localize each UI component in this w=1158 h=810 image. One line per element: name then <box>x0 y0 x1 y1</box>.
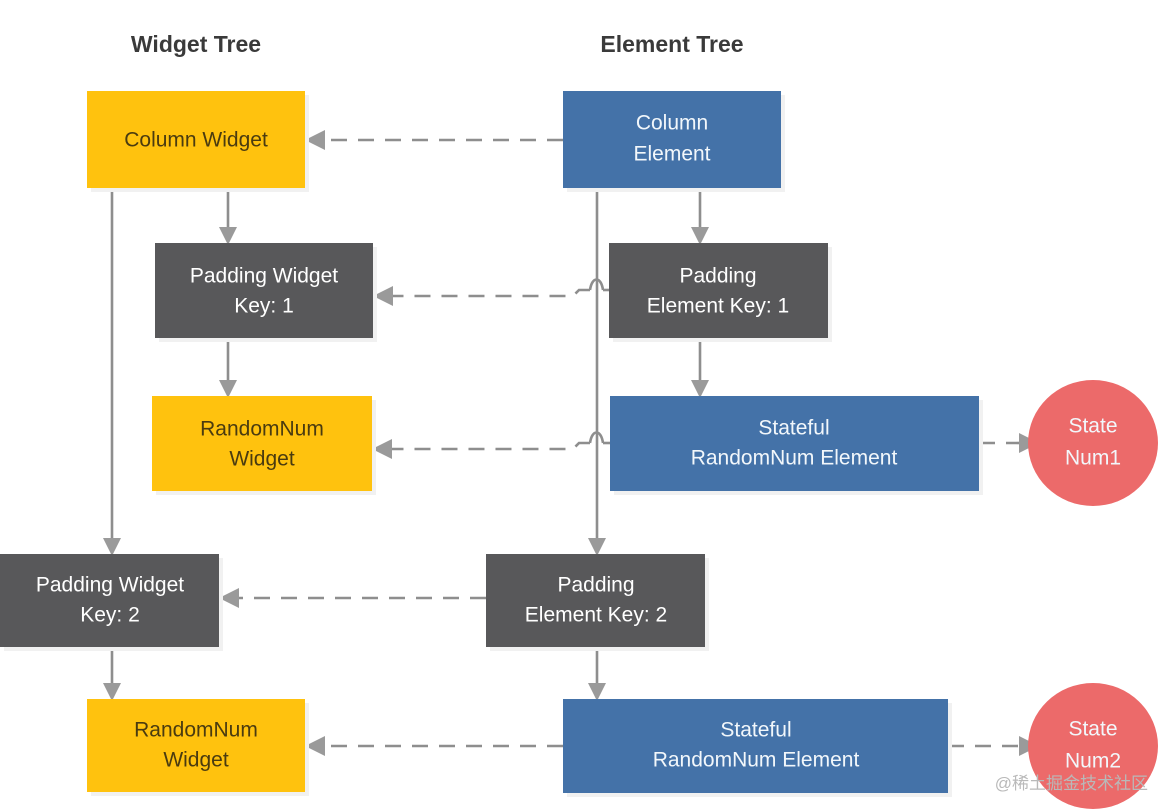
stateful-element-1-label-line1: Stateful <box>758 417 829 440</box>
arrowhead-pe1-to-pw1 <box>373 286 393 306</box>
padding-element-2-label-line1: Padding <box>557 574 634 597</box>
randomnum-widget-1-label-line2: Widget <box>229 448 295 471</box>
padding-element-1-box[interactable] <box>609 243 828 338</box>
padding-widget-2-box[interactable] <box>0 554 219 647</box>
padding-element-2-label-line2: Element Key: 2 <box>525 604 667 627</box>
padding-element-1-label-line2: Element Key: 1 <box>647 295 789 318</box>
randomnum-widget-1-label-line1: RandomNum <box>200 418 324 441</box>
node-randomnum-widget-2[interactable]: RandomNum Widget <box>87 699 309 796</box>
randomnum-widget-2-box[interactable] <box>87 699 305 792</box>
column-widget-box[interactable] <box>87 91 305 188</box>
arrowhead-cw-to-pw2 <box>103 538 121 556</box>
node-randomnum-widget-1[interactable]: RandomNum Widget <box>152 396 376 495</box>
node-column-element[interactable]: Column Element <box>563 91 785 192</box>
arrowhead-ce-to-pe1 <box>691 227 709 245</box>
stateful-element-2-box[interactable] <box>563 699 948 793</box>
node-padding-element-2[interactable]: Padding Element Key: 2 <box>486 554 709 651</box>
column-widget-label: Column Widget <box>124 129 268 152</box>
state-num-1-circle[interactable] <box>1028 380 1158 506</box>
padding-widget-2-label-line1: Padding Widget <box>36 574 184 597</box>
state-num-2-label-line2: Num2 <box>1065 750 1121 773</box>
padding-widget-1-label-line2: Key: 1 <box>234 295 294 318</box>
state-num-2-label-line1: State <box>1068 718 1117 741</box>
arrowhead-pe2-to-pw2 <box>219 588 239 608</box>
element-tree-title: Element Tree <box>600 31 743 57</box>
node-state-num-1[interactable]: State Num1 <box>1028 380 1158 506</box>
arrowhead-ce-to-pe2 <box>588 538 606 556</box>
watermark-text: @稀土掘金技术社区 <box>995 774 1148 793</box>
edge-stateful-element-1-to-randomnum-widget-1 <box>389 441 590 451</box>
arrowhead-cw-to-pw1 <box>219 227 237 245</box>
state-num-2-circle[interactable] <box>1028 683 1158 809</box>
arrowhead-se2-to-rw2 <box>305 736 325 756</box>
stateful-element-1-box[interactable] <box>610 396 979 491</box>
node-padding-element-1[interactable]: Padding Element Key: 1 <box>609 243 832 342</box>
arrowhead-se1-to-rw1 <box>372 439 392 459</box>
node-state-num-2[interactable]: State Num2 <box>1028 683 1158 809</box>
column-element-label-line1: Column <box>636 112 708 135</box>
edge-layer <box>103 130 1039 756</box>
padding-element-1-label-line1: Padding <box>679 265 756 288</box>
padding-widget-1-label-line1: Padding Widget <box>190 265 338 288</box>
arrowhead-ce-to-cw <box>305 130 325 150</box>
stateful-element-2-label-line2: RandomNum Element <box>653 749 860 772</box>
arrowhead-pe1-to-se1 <box>691 380 709 398</box>
randomnum-widget-2-label-line1: RandomNum <box>134 719 258 742</box>
edge-jump-bridge-stateful-1 <box>588 431 605 444</box>
column-element-box[interactable] <box>563 91 781 188</box>
arrowhead-pw2-to-rw2 <box>103 683 121 701</box>
node-stateful-element-2[interactable]: Stateful RandomNum Element <box>563 699 952 797</box>
stateful-element-2-label-line1: Stateful <box>720 719 791 742</box>
edge-jump-bridge-padding-1 <box>588 278 605 291</box>
node-padding-widget-1[interactable]: Padding Widget Key: 1 <box>155 243 377 342</box>
node-stateful-element-1[interactable]: Stateful RandomNum Element <box>610 396 983 495</box>
padding-element-2-box[interactable] <box>486 554 705 647</box>
randomnum-widget-2-label-line2: Widget <box>163 749 229 772</box>
stateful-element-1-label-line2: RandomNum Element <box>691 447 898 470</box>
widget-tree-title: Widget Tree <box>131 31 261 57</box>
arrowhead-pw1-to-rw1 <box>219 380 237 398</box>
state-num-1-label-line2: Num1 <box>1065 447 1121 470</box>
column-element-label-line2: Element <box>633 143 710 166</box>
node-padding-widget-2[interactable]: Padding Widget Key: 2 <box>0 554 223 651</box>
padding-widget-1-box[interactable] <box>155 243 373 338</box>
randomnum-widget-1-box[interactable] <box>152 396 372 491</box>
state-num-1-label-line1: State <box>1068 415 1117 438</box>
padding-widget-2-label-line2: Key: 2 <box>80 604 140 627</box>
edge-padding-element-1-to-padding-widget-1 <box>390 288 590 298</box>
arrowhead-pe2-to-se2 <box>588 683 606 701</box>
node-column-widget[interactable]: Column Widget <box>87 91 309 192</box>
